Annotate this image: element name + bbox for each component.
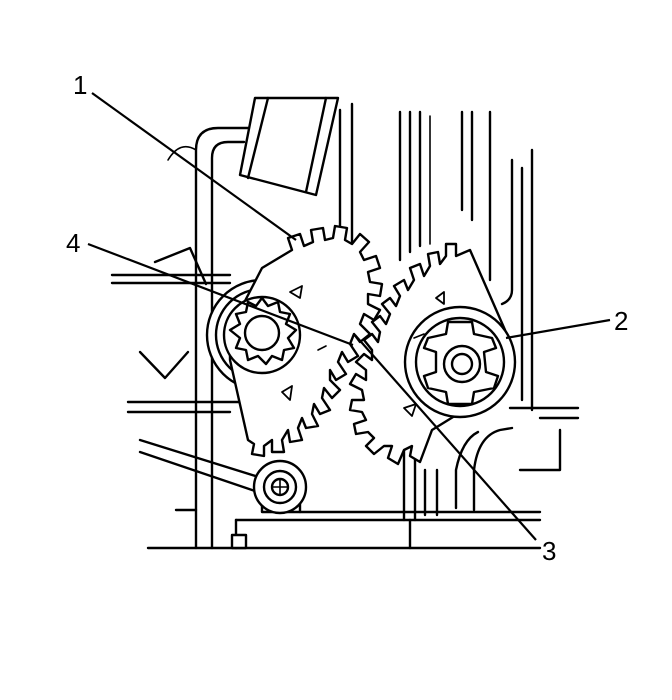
callout-2: 2: [614, 306, 628, 336]
callout-1: 1: [73, 70, 87, 100]
leader-line-3: [354, 334, 537, 541]
sector-gear-left: [222, 224, 384, 458]
leader-line-4: [87, 242, 354, 347]
leader-line-1: [91, 92, 297, 241]
leader-lines: [87, 92, 611, 541]
callout-4: 4: [66, 228, 80, 258]
housing-frame: [110, 96, 580, 550]
leader-line-2: [505, 318, 611, 340]
sector-gear-right: [348, 242, 517, 466]
idler-roller: [138, 438, 308, 515]
callout-3: 3: [542, 536, 556, 566]
